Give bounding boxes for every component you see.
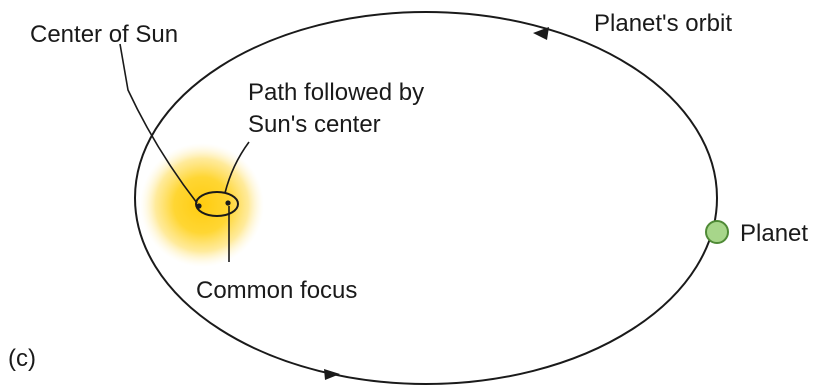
orbit-arrow-top bbox=[533, 27, 549, 40]
planets-orbit-label: Planet's orbit bbox=[594, 10, 732, 37]
path-followed-label-line2: Sun's center bbox=[248, 111, 381, 138]
path-followed-label-line1: Path followed by bbox=[248, 79, 424, 106]
common-focus-label: Common focus bbox=[196, 277, 357, 304]
planet bbox=[706, 221, 728, 243]
sun bbox=[140, 143, 264, 267]
planet-label: Planet bbox=[740, 220, 808, 247]
common-focus-dot bbox=[225, 200, 230, 205]
center-of-sun-label: Center of Sun bbox=[30, 21, 178, 48]
sun-center-dot bbox=[196, 203, 201, 208]
orbit-arrow-bottom bbox=[324, 369, 340, 380]
panel-label: (c) bbox=[8, 345, 36, 372]
